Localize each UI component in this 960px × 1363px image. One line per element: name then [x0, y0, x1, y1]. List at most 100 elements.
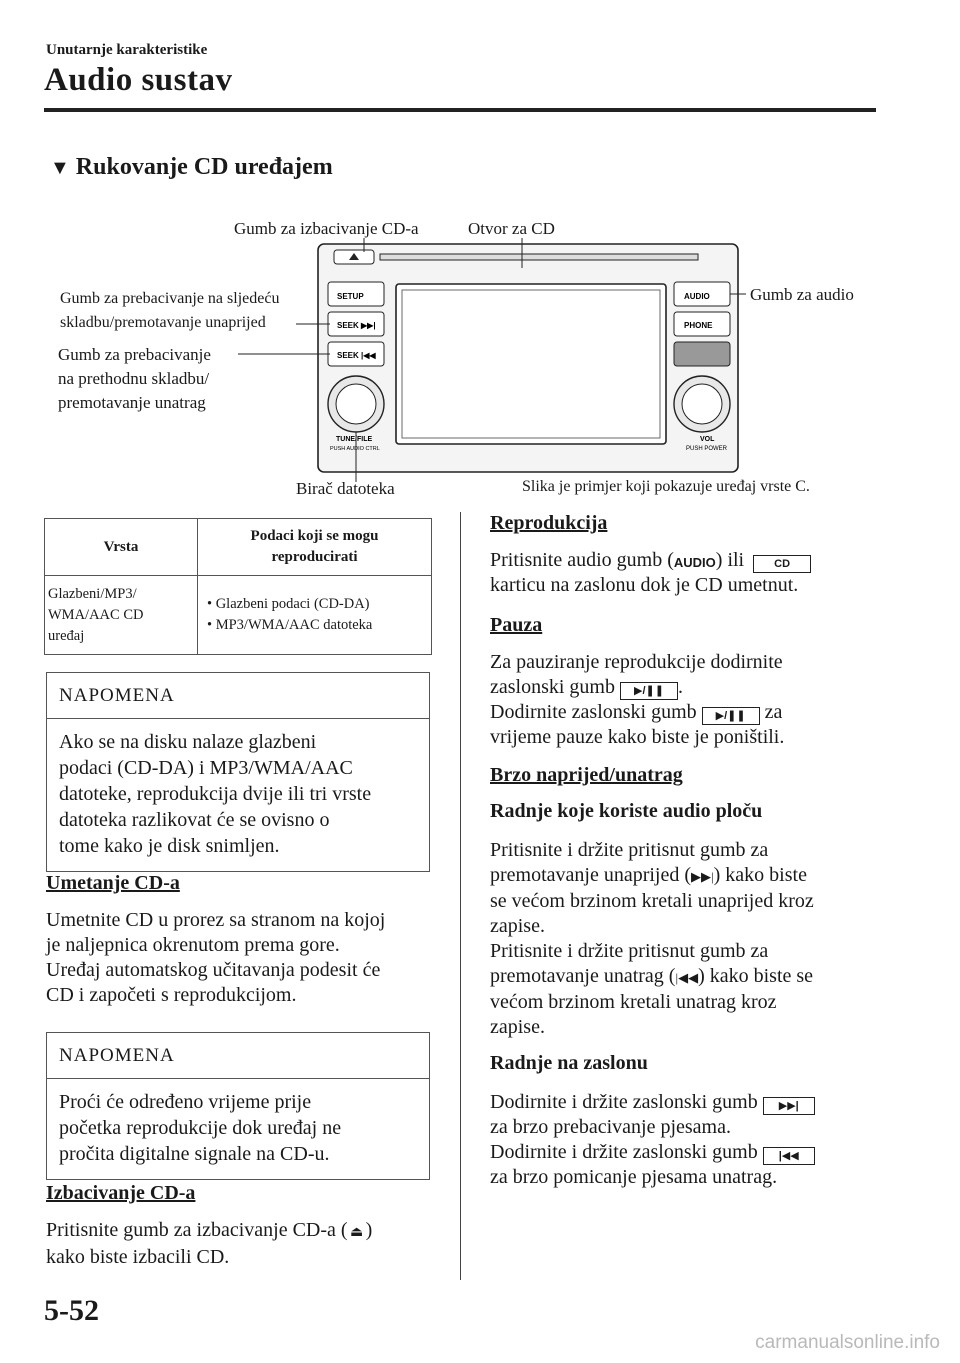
page-number: 5-52: [44, 1294, 99, 1327]
text-line: zapise.: [490, 1016, 545, 1038]
table-header-data-line1: Podaci koji se mogu: [250, 528, 379, 544]
eject-text-b: ): [365, 1219, 373, 1241]
note-line: datoteke, reprodukcija dvije ili tri vrs…: [59, 783, 372, 805]
audio-button-label: AUDIO: [684, 292, 710, 301]
screen-operations-text: Dodirnite i držite zaslonski gumb ▶▶| za…: [490, 1090, 890, 1190]
subsection-title: Rukovanje CD uređajem: [75, 154, 333, 180]
play-pause-icon: ▶/❚❚: [620, 682, 678, 700]
note-body: Ako se na disku nalaze glazbeni podaci (…: [47, 719, 429, 871]
text-line: većom brzinom kretali unatrag kroz: [490, 991, 777, 1013]
note-line: Ako se na disku nalaze glazbeni: [59, 731, 317, 753]
insert-cd-heading: Umetanje CD-a: [46, 872, 180, 894]
note-box-2: NAPOMENA Proći će određeno vrijeme prije…: [46, 1032, 430, 1180]
note-line: datoteka razlikovat će se ovisno o: [59, 809, 330, 831]
playable-data-table: Vrsta Podaci koji se mogu reproducirati …: [44, 518, 432, 655]
page-title: Audio sustav: [44, 62, 233, 98]
text-line: premotavanje unatrag (|◀◀) kako biste se: [490, 964, 890, 990]
table-header-data-line2: reproducirati: [271, 549, 358, 565]
fast-forward-heading: Brzo naprijed/unatrag: [490, 764, 683, 786]
text-line: Umetnite CD u prorez sa stranom na kojoj: [46, 909, 386, 931]
list-item: Glazbeni podaci (CD-DA): [207, 594, 428, 615]
audio-unit-illustration: SETUP SEEK ▶▶| SEEK |◀◀ AUDIO PHONE TUNE…: [238, 238, 746, 482]
pause-text-d: za: [764, 701, 783, 723]
ff-text-a: premotavanje unaprijed (: [490, 864, 692, 886]
cd-slot-callout: Otvor za CD: [468, 219, 555, 238]
vol-label: VOL: [700, 436, 715, 443]
type-line1: Glazbeni/MP3/: [48, 585, 137, 602]
ff-text-b: ) kako biste: [713, 864, 807, 886]
eject-cd-text: Pritisnite gumb za izbacivanje CD-a (⏏) …: [46, 1218, 456, 1270]
play-pause-icon: ▶/❚❚: [701, 707, 760, 725]
section-kicker: Unutarnje karakteristike: [46, 42, 208, 58]
table-header-data: Podaci koji se mogu reproducirati: [197, 518, 432, 576]
table-cell-data: Glazbeni podaci (CD-DA) MP3/WMA/AAC dato…: [197, 575, 432, 655]
text-line: Dodirnite i držite zaslonski gumb ▶▶|: [490, 1090, 890, 1115]
title-rule: [44, 108, 876, 112]
eject-button-callout: Gumb za izbacivanje CD-a: [234, 219, 419, 238]
column-divider: [460, 512, 461, 1280]
prev-track-callout-line3: premotavanje unatrag: [58, 393, 206, 412]
table-header-row: Vrsta Podaci koji se mogu reproducirati: [44, 518, 432, 576]
figure-caption: Slika je primjer koji pokazuje uređaj vr…: [522, 478, 810, 495]
screen-text-b: Dodirnite i držite zaslonski gumb: [490, 1141, 758, 1163]
subsection-heading: ▼Rukovanje CD uređajem: [50, 154, 333, 181]
note-heading: NAPOMENA: [47, 1033, 429, 1079]
file-selector-callout: Birač datoteka: [296, 479, 395, 498]
text-line: kako biste izbacili CD.: [46, 1246, 230, 1268]
insert-cd-text: Umetnite CD u prorez sa stranom na kojoj…: [46, 908, 446, 1008]
prev-track-callout-line1: Gumb za prebacivanje: [58, 345, 211, 364]
play-text-a: Pritisnite audio gumb (: [490, 549, 674, 571]
text-line: za brzo pomicanje pjesama unatrag.: [490, 1166, 778, 1188]
phone-button-label: PHONE: [684, 321, 713, 330]
text-line: se većom brzinom kretali unaprijed kroz: [490, 890, 814, 912]
push-power-label: PUSH POWER: [686, 446, 728, 452]
eject-cd-heading: Izbacivanje CD-a: [46, 1182, 196, 1204]
screen-operations-heading: Radnje na zaslonu: [490, 1052, 648, 1074]
push-audio-ctrl-label: PUSH AUDIO CTRL: [330, 446, 380, 452]
note-line: tome kako je disk snimljen.: [59, 835, 280, 857]
type-line2: WMA/AAC CD: [48, 606, 144, 623]
note-line: podaci (CD-DA) i MP3/WMA/AAC: [59, 757, 353, 779]
text-line: zapise.: [490, 915, 545, 937]
text-line: Pritisnite audio gumb (AUDIO) ili CD: [490, 548, 890, 573]
text-line: Pritisnite i držite pritisnut gumb za: [490, 940, 769, 962]
rewind-icon: |◀◀: [762, 1147, 815, 1165]
text-line: za brzo prebacivanje pjesama.: [490, 1116, 731, 1138]
text-line: Uređaj automatskog učitavanja podesit će: [46, 959, 381, 981]
audio-button-callout: Gumb za audio: [750, 285, 854, 304]
pause-heading: Pauza: [490, 614, 543, 636]
panel-operations-heading: Radnje koje koriste audio ploču: [490, 800, 763, 822]
playback-text: Pritisnite audio gumb (AUDIO) ili CD kar…: [490, 548, 890, 598]
note-heading: NAPOMENA: [47, 673, 429, 719]
pause-text-c: Dodirnite zaslonski gumb: [490, 701, 697, 723]
table-cell-type: Glazbeni/MP3/ WMA/AAC CD uređaj: [44, 575, 198, 655]
text-line: vrijeme pauze kako biste je poništili.: [490, 726, 785, 748]
screen-text-a: Dodirnite i držite zaslonski gumb: [490, 1091, 758, 1113]
text-line: zaslonski gumb ▶/❚❚.: [490, 675, 890, 700]
text-line: Pritisnite i držite pritisnut gumb za: [490, 839, 769, 861]
audio-key-icon: AUDIO: [673, 555, 716, 570]
text-line: Dodirnite i držite zaslonski gumb |◀◀: [490, 1140, 890, 1165]
table-header-type: Vrsta: [44, 518, 198, 576]
seek-next-icon: ▶▶|: [691, 869, 714, 884]
note-line: Proći će određeno vrijeme prije: [59, 1091, 312, 1113]
seek-prev-icon: |◀◀: [675, 970, 699, 985]
note-box-1: NAPOMENA Ako se na disku nalaze glazbeni…: [46, 672, 430, 872]
note-body: Proći će određeno vrijeme prije početka …: [47, 1079, 429, 1179]
eject-text-a: Pritisnite gumb za izbacivanje CD-a (: [46, 1219, 348, 1241]
text-line: Dodirnite zaslonski gumb ▶/❚❚ za: [490, 700, 890, 725]
rew-text-a: premotavanje unatrag (: [490, 965, 676, 987]
prev-track-callout-line2: na prethodnu skladbu/: [58, 369, 210, 388]
type-line3: uređaj: [48, 627, 85, 644]
tune-file-label: TUNE/FILE: [336, 436, 372, 443]
fast-forward-icon: ▶▶|: [762, 1097, 815, 1115]
rew-text-b: ) kako biste se: [698, 965, 814, 987]
data-list: Glazbeni podaci (CD-DA) MP3/WMA/AAC dato…: [201, 594, 428, 636]
setup-button-label: SETUP: [337, 292, 364, 301]
seek-prev-label: SEEK |◀◀: [337, 351, 376, 360]
text-line: premotavanje unaprijed (▶▶|) kako biste: [490, 863, 890, 889]
pause-text-a: zaslonski gumb: [490, 676, 615, 698]
table-row: Glazbeni/MP3/ WMA/AAC CD uređaj Glazbeni…: [44, 575, 432, 655]
pause-text: Za pauziranje reprodukcije dodirnite zas…: [490, 650, 890, 750]
panel-operations-text: Pritisnite i držite pritisnut gumb za pr…: [490, 838, 890, 1040]
